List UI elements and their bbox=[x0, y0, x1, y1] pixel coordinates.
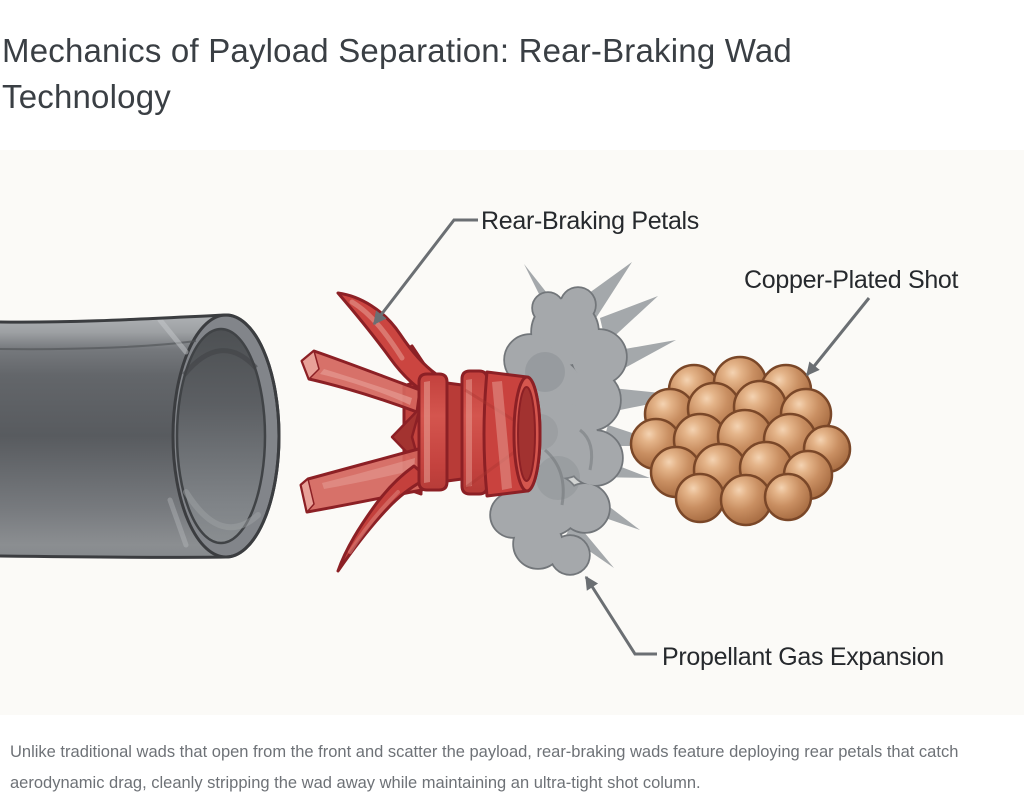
leader-lines bbox=[372, 218, 871, 656]
copper-plated-shot-cluster bbox=[629, 355, 852, 527]
figure-caption: Unlike traditional wads that open from t… bbox=[10, 743, 959, 792]
leader-arrow-shot bbox=[805, 297, 871, 377]
wad-technology-diagram: Rear-Braking Petals Copper-Plated Shot P… bbox=[0, 150, 1024, 715]
label-rear-braking-petals: Rear-Braking Petals bbox=[481, 207, 699, 235]
label-propellant-gas-expansion: Propellant Gas Expansion bbox=[662, 643, 944, 671]
leader-arrow-gas bbox=[584, 575, 657, 656]
cloud-body bbox=[491, 288, 626, 574]
leader-arrow-petals bbox=[372, 218, 478, 326]
rear-braking-wad bbox=[299, 291, 542, 573]
shotgun-barrel bbox=[0, 313, 281, 559]
page-title: Mechanics of Payload Separation: Rear-Br… bbox=[2, 32, 792, 115]
diagram-illustration: Rear-Braking Petals Copper-Plated Shot P… bbox=[0, 150, 1024, 715]
label-copper-plated-shot: Copper-Plated Shot bbox=[744, 266, 959, 294]
